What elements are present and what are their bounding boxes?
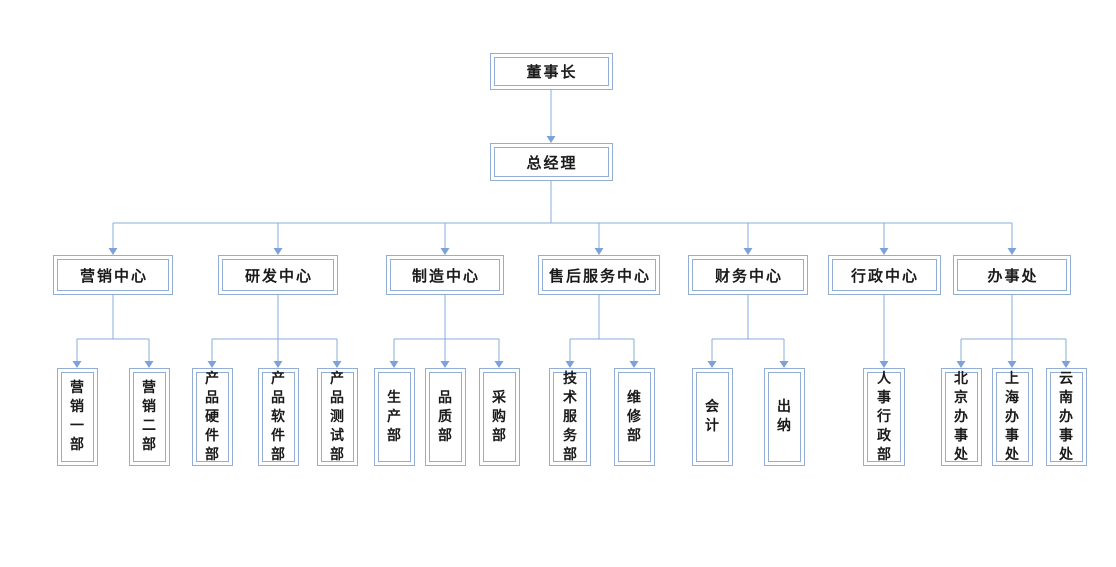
org-node-label: 总经理 (493, 147, 609, 177)
org-node-offices[interactable]: 办事处 (953, 255, 1071, 295)
org-node-product-hardware-dept[interactable]: 产品硬件部 (191, 368, 233, 466)
org-node-label: 北京办事处 (944, 371, 978, 463)
org-node-maintenance-dept[interactable]: 维修部 (613, 368, 655, 466)
org-node-marketing-dept-1[interactable]: 营销一部 (56, 368, 98, 466)
org-node-label: 营销中心 (57, 259, 169, 291)
org-node-label: 售后服务中心 (542, 259, 656, 291)
connector-arrowhead (779, 361, 789, 368)
org-node-yunnan-office[interactable]: 云南办事处 (1045, 368, 1087, 466)
connector-arrowhead (144, 361, 154, 368)
org-node-label: 董事长 (493, 57, 609, 86)
org-node-label: 行政中心 (831, 259, 937, 291)
org-node-label: 办事处 (957, 259, 1067, 291)
org-node-label: 技术服务部 (553, 371, 587, 463)
connector-arrowhead (956, 361, 966, 368)
connector-arrowhead (1061, 361, 1071, 368)
org-node-label: 财务中心 (692, 259, 804, 291)
connector-arrowhead (879, 361, 889, 368)
org-node-hr-admin-dept[interactable]: 人事行政部 (863, 368, 905, 466)
org-node-rnd-center[interactable]: 研发中心 (218, 255, 338, 295)
org-node-label: 会计 (695, 372, 729, 462)
org-node-purchasing-dept[interactable]: 采购部 (478, 368, 520, 466)
org-node-admin-center[interactable]: 行政中心 (827, 255, 941, 295)
connector-arrowhead (743, 248, 753, 255)
org-node-label: 研发中心 (222, 259, 334, 291)
connector-arrowhead (494, 361, 504, 368)
connector-arrowhead (72, 361, 82, 368)
connector-arrowhead (207, 361, 217, 368)
connector-arrowhead (594, 248, 604, 255)
org-node-label: 制造中心 (390, 259, 500, 291)
connector-arrowhead (707, 361, 717, 368)
org-node-chairman[interactable]: 董事长 (489, 53, 613, 90)
org-node-label: 采购部 (482, 372, 516, 462)
org-node-product-testing-dept[interactable]: 产品测试部 (316, 368, 358, 466)
org-node-quality-dept[interactable]: 品质部 (424, 368, 466, 466)
org-node-beijing-office[interactable]: 北京办事处 (940, 368, 982, 466)
org-node-label: 人事行政部 (867, 371, 901, 463)
org-node-general-manager[interactable]: 总经理 (489, 143, 613, 181)
connector-arrowhead (565, 361, 575, 368)
org-node-label: 营销一部 (60, 372, 94, 462)
org-node-finance-center[interactable]: 财务中心 (688, 255, 808, 295)
org-node-technical-service-dept[interactable]: 技术服务部 (549, 368, 591, 466)
org-node-label: 产品软件部 (261, 371, 295, 463)
org-node-label: 营销二部 (132, 372, 166, 462)
connector-arrowhead (273, 248, 283, 255)
org-node-label: 维修部 (617, 372, 651, 462)
org-node-label: 上海办事处 (995, 371, 1029, 463)
org-node-label: 产品硬件部 (195, 371, 229, 463)
org-node-cashier[interactable]: 出纳 (763, 368, 805, 466)
org-node-production-dept[interactable]: 生产部 (373, 368, 415, 466)
org-node-shanghai-office[interactable]: 上海办事处 (991, 368, 1033, 466)
connector-arrowhead (389, 361, 399, 368)
connector-arrowhead (440, 248, 450, 255)
org-node-marketing-dept-2[interactable]: 营销二部 (128, 368, 170, 466)
org-node-label: 品质部 (428, 372, 462, 462)
org-node-label: 生产部 (377, 372, 411, 462)
org-node-label: 产品测试部 (320, 371, 354, 463)
connector-arrowhead (879, 248, 889, 255)
org-node-marketing-center[interactable]: 营销中心 (53, 255, 173, 295)
connector-arrowhead (1007, 361, 1017, 368)
org-node-product-software-dept[interactable]: 产品软件部 (257, 368, 299, 466)
connector-arrowhead (332, 361, 342, 368)
connector-arrowhead (273, 361, 283, 368)
connector-arrowhead (546, 136, 556, 143)
connector-arrowhead (629, 361, 639, 368)
org-node-after-sales-center[interactable]: 售后服务中心 (538, 255, 660, 295)
org-node-label: 出纳 (767, 372, 801, 462)
connector-arrowhead (440, 361, 450, 368)
org-node-manufacturing-center[interactable]: 制造中心 (386, 255, 504, 295)
org-node-accounting[interactable]: 会计 (691, 368, 733, 466)
connector-arrowhead (1007, 248, 1017, 255)
org-node-label: 云南办事处 (1049, 371, 1083, 463)
connector-arrowhead (108, 248, 118, 255)
